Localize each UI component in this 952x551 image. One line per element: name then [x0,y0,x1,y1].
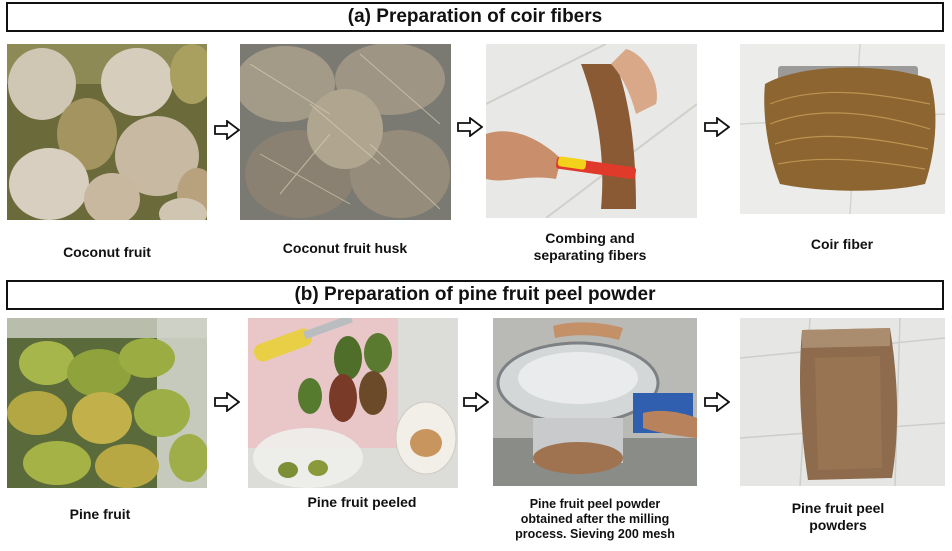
arrow-right-icon [214,120,240,140]
coconut-fruit-photo [7,44,207,220]
pine-fruit-photo [7,318,207,488]
caption-line: separating fibers [533,247,647,263]
peeled-fruit-photo [248,318,458,488]
caption-line: obtained after the milling [520,512,670,526]
sieving-photo [493,318,697,486]
step-caption: Coir fiber [810,236,874,252]
powder-bag-photo [740,318,945,486]
arrow-right-icon [214,392,240,412]
step-caption: Coconut fruit husk [282,240,408,256]
arrow-right-icon [704,117,730,137]
step-caption: Pine fruit peel powder obtained after th… [495,497,695,542]
step-caption: Pine fruit [69,506,131,522]
combing-fibers-photo [486,44,697,218]
caption-line: Pine fruit peel powder [529,497,661,511]
section-b-title: (b) Preparation of pine fruit peel powde… [6,280,944,310]
caption-line: Combing and [545,230,635,246]
step-caption: Pine fruit peeled [307,494,417,510]
caption-line: Pine fruit peel [791,500,885,516]
arrow-right-icon [463,392,489,412]
step-caption: Pine fruit peel powders [738,500,938,534]
step-caption: Coconut fruit [63,244,151,260]
arrow-right-icon [704,392,730,412]
caption-line: process. Sieving 200 mesh [515,527,675,541]
step-caption: Combing and separating fibers [490,230,690,264]
caption-line: powders [809,517,867,533]
section-a-title: (a) Preparation of coir fibers [6,2,944,32]
coir-fiber-photo [740,44,945,214]
coconut-husk-photo [240,44,451,220]
arrow-right-icon [457,117,483,137]
